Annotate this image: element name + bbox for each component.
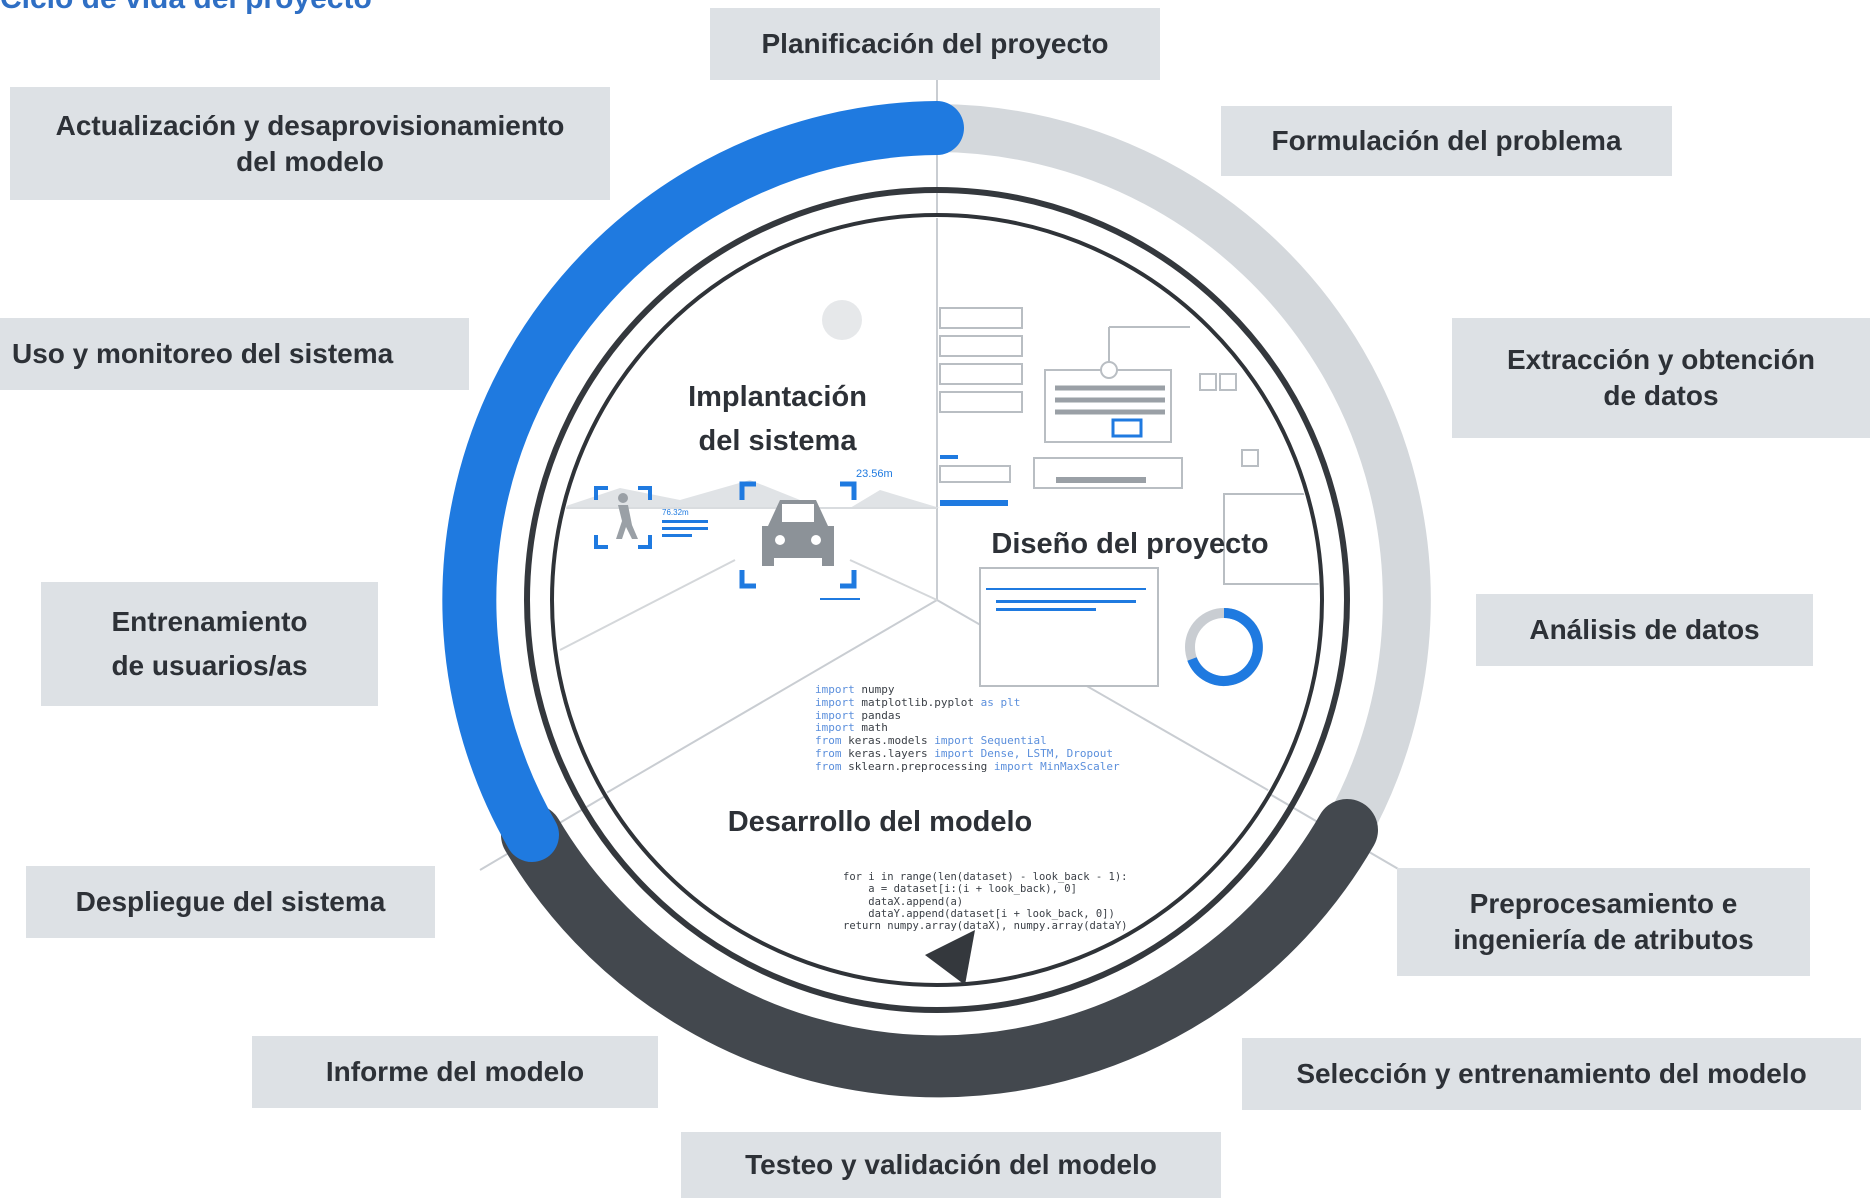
sector-implantacion: Implantación del sistema bbox=[688, 381, 867, 457]
code-loop: for i in range(len(dataset) - look_back … bbox=[843, 871, 1128, 933]
ring-blue-segment bbox=[442, 101, 964, 862]
pedestrian-icon bbox=[594, 486, 652, 549]
inner-ring bbox=[524, 187, 1350, 1013]
ring-light-segment bbox=[913, 104, 1431, 854]
sector-desarrollo: Desarrollo del modelo bbox=[727, 806, 1033, 838]
code-import-line: from sklearn.preprocessing import MinMax… bbox=[815, 759, 1120, 773]
code-import-line: import pandas bbox=[815, 708, 902, 722]
donut-chart-icon bbox=[1185, 608, 1263, 686]
code-import-line: from keras.models import Sequential bbox=[815, 734, 1047, 748]
car-distance-label: 23.56m bbox=[856, 468, 893, 480]
stage-seleccion: Selección y entrenamiento del modelo bbox=[1242, 1038, 1861, 1110]
ring-dark-segment bbox=[501, 799, 1378, 1098]
stage-actualizacion: Actualización y desaprovisionamiento del… bbox=[10, 87, 610, 200]
deployment-illustration bbox=[559, 300, 940, 651]
code-import-line: import numpy bbox=[815, 683, 895, 696]
car-icon bbox=[762, 500, 834, 566]
pedestrian-distance-label: 76.32m bbox=[662, 508, 689, 517]
cycle-arrow-icon bbox=[925, 930, 975, 985]
stage-despliegue: Despliegue del sistema bbox=[26, 866, 435, 938]
code-import-line: import math bbox=[815, 721, 888, 735]
stage-informe: Informe del modelo bbox=[252, 1036, 658, 1108]
stage-uso-monitoreo: Uso y monitoreo del sistema bbox=[0, 318, 469, 390]
sector-diseno: Diseño del proyecto bbox=[991, 528, 1269, 560]
stage-analisis: Análisis de datos bbox=[1476, 594, 1813, 666]
stage-testeo: Testeo y validación del modelo bbox=[681, 1132, 1221, 1198]
page-title: Ciclo de vida del proyecto bbox=[0, 0, 372, 16]
code-import-line: from keras.layers import Dense, LSTM, Dr… bbox=[815, 746, 1114, 760]
stage-formulacion: Formulación del problema bbox=[1221, 106, 1672, 176]
stage-planificacion: Planificación del proyecto bbox=[710, 8, 1160, 80]
stage-preprocesamiento: Preprocesamiento e ingeniería de atribut… bbox=[1397, 868, 1810, 976]
code-imports: import numpy import matplotlib.pyplot as… bbox=[815, 683, 1120, 774]
code-import-line: import matplotlib.pyplot as plt bbox=[815, 695, 1021, 709]
stage-extraccion: Extracción y obtención de datos bbox=[1452, 318, 1870, 438]
design-illustration bbox=[939, 307, 1319, 687]
stage-entrenamiento-usuarios: Entrenamiento de usuarios/as bbox=[41, 582, 378, 706]
